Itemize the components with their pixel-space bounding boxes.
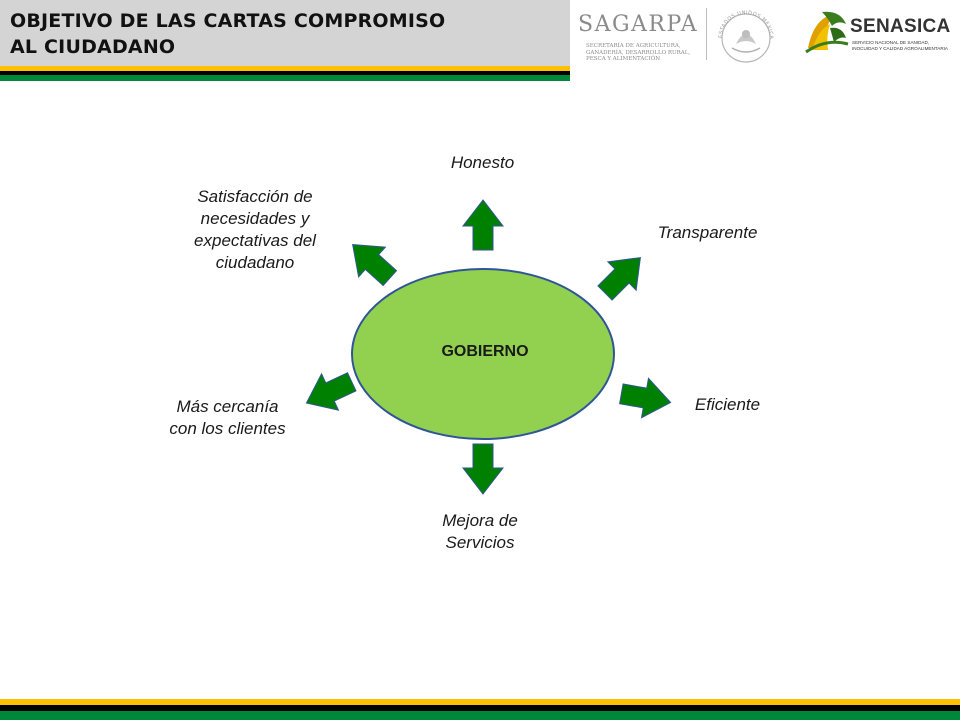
senasica-logo: SENASICA bbox=[850, 16, 951, 37]
outcome-label-right: Eficiente bbox=[694, 395, 761, 414]
senasica-subtitle: SERVICIO NACIONAL DE SANIDAD, INOCUIDAD … bbox=[852, 40, 948, 51]
sagarpa-logo: SAGARPA bbox=[578, 12, 699, 37]
bottom-stripe-yellow bbox=[0, 699, 960, 705]
top-stripe-yellow bbox=[0, 66, 570, 71]
arrow-top-left bbox=[352, 244, 398, 287]
outcome-label-top-left: Satisfacción de necesidades y expectativ… bbox=[194, 187, 316, 272]
outcome-label-top-right: Transparente bbox=[657, 223, 758, 242]
outcome-label-bottom: Mejora de Servicios bbox=[442, 511, 518, 552]
sagarpa-subtitle: SECRETARÍA DE AGRICULTURA, GANADERÍA, DE… bbox=[586, 43, 691, 62]
center-ellipse bbox=[351, 268, 615, 440]
arrow-bottom bbox=[461, 443, 505, 495]
title-box: OBJETIVO DE LAS CARTAS COMPROMISO AL CIU… bbox=[0, 0, 570, 66]
arrow-top bbox=[461, 199, 505, 251]
top-stripe-green bbox=[0, 75, 570, 81]
center-label: GOBIERNO bbox=[441, 343, 529, 360]
bottom-stripe-green bbox=[0, 711, 960, 720]
arrow-left bbox=[305, 372, 357, 411]
outcome-label-top: Honesto bbox=[450, 153, 515, 172]
bottom-stripe-black bbox=[0, 705, 960, 711]
logo-panel bbox=[570, 0, 960, 68]
senasica-logo-icon bbox=[805, 11, 849, 54]
slide-title: OBJETIVO DE LAS CARTAS COMPROMISO AL CIU… bbox=[10, 10, 446, 58]
arrow-top-right bbox=[597, 257, 641, 301]
arrow-right bbox=[619, 377, 672, 419]
top-stripe-black bbox=[0, 71, 570, 75]
logo-separator bbox=[706, 8, 707, 60]
mexico-seal-icon: ESTADOS UNIDOS MEXICANOS bbox=[714, 4, 774, 63]
outcome-label-left: Más cercanía con los clientes bbox=[169, 397, 286, 438]
